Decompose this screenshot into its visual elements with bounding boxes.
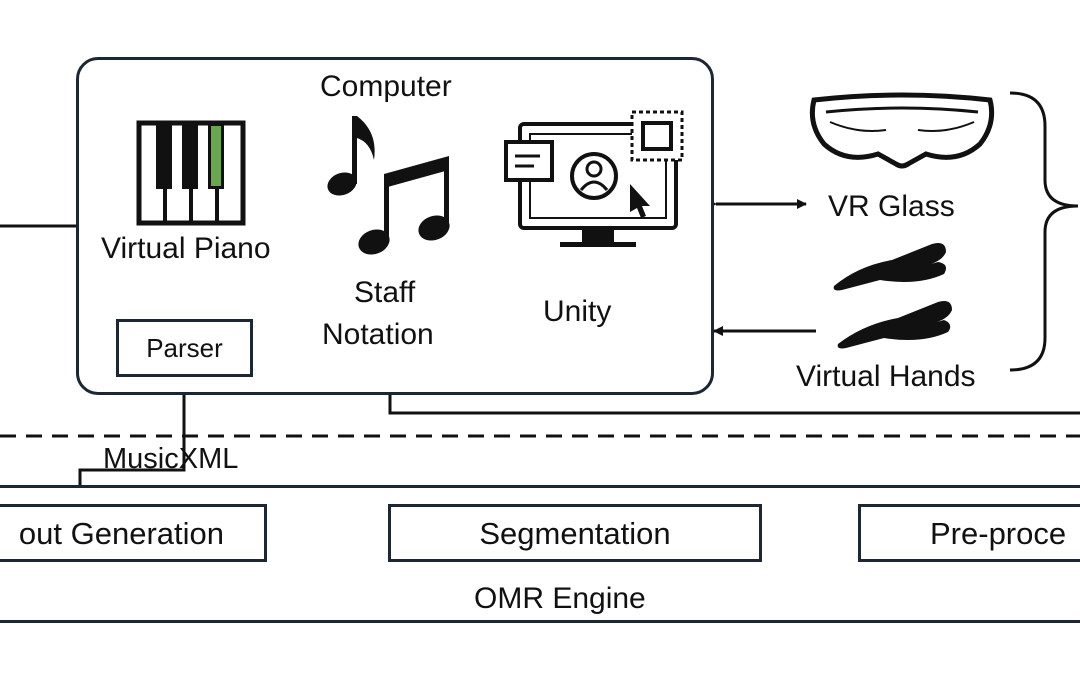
parser-box: Parser <box>116 319 253 377</box>
piano-icon <box>136 120 246 226</box>
computer-title: Computer <box>320 70 452 103</box>
musicxml-label: MusicXML <box>103 443 239 475</box>
omr-engine-title: OMR Engine <box>474 582 646 615</box>
unity-monitor-icon <box>504 110 684 247</box>
segmentation-label: Segmentation <box>479 516 671 551</box>
virtual-hands-icon <box>833 243 952 349</box>
output-generation-stage: out Generation <box>0 504 267 562</box>
unity-label: Unity <box>543 295 612 328</box>
piano-highlight-key <box>211 126 221 186</box>
music-notes-icon <box>327 116 450 255</box>
staff-notation-label-line1: Staff <box>354 276 416 309</box>
segmentation-stage: Segmentation <box>388 504 762 562</box>
parser-label: Parser <box>146 333 223 363</box>
output-generation-label: out Generation <box>18 516 224 551</box>
virtual-piano-label: Virtual Piano <box>101 232 271 265</box>
pre-processing-stage: Pre-proce <box>858 504 1080 562</box>
virtual-hands-label: Virtual Hands <box>796 360 976 393</box>
vr-glass-icon <box>809 92 995 169</box>
right-brace <box>1009 91 1079 372</box>
pre-processing-label: Pre-proce <box>930 516 1067 551</box>
vr-glass-label: VR Glass <box>828 190 955 223</box>
staff-notation-label-line2: Notation <box>322 318 434 351</box>
